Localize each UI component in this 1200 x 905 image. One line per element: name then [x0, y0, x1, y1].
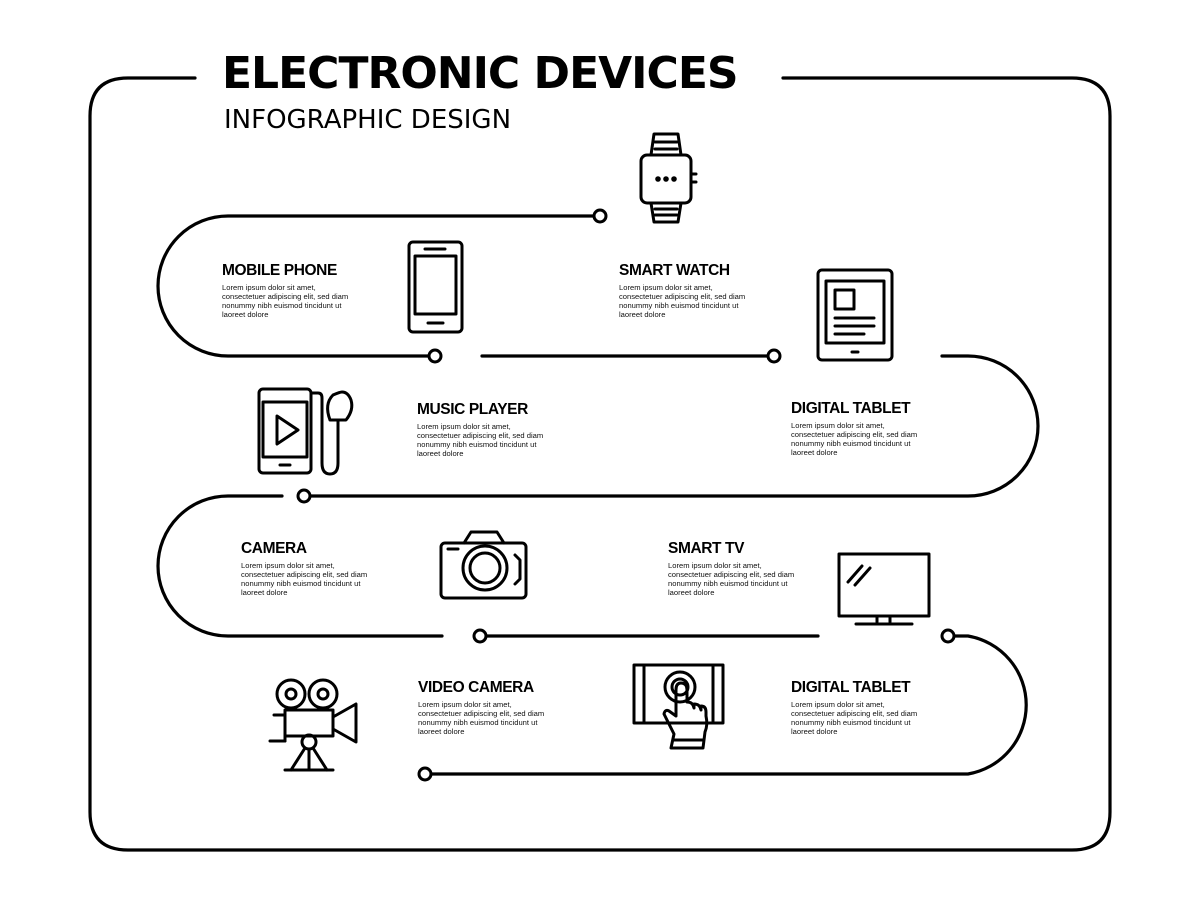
timeline-node — [472, 628, 488, 644]
item-title: MUSIC PLAYER — [417, 401, 528, 418]
item-title: DIGITAL TABLET — [791, 679, 911, 696]
item-description: Lorem ipsum dolor sit amet,consectetuer … — [241, 560, 368, 597]
timeline-path-6 — [430, 634, 1028, 776]
item-title: DIGITAL TABLET — [791, 400, 911, 417]
item-description: Lorem ipsum dolor sit amet,consectetuer … — [619, 282, 746, 319]
smart-watch-icon — [639, 132, 698, 224]
timeline-node — [592, 208, 608, 224]
camera-icon — [439, 530, 528, 600]
music-player-icon — [257, 387, 354, 476]
item-description: Lorem ipsum dolor sit amet,consectetuer … — [222, 282, 349, 319]
item-description: Lorem ipsum dolor sit amet,consectetuer … — [418, 699, 545, 736]
timeline-node — [417, 766, 433, 782]
item-description: Lorem ipsum dolor sit amet,consectetuer … — [791, 420, 918, 457]
item-smart-watch: SMART WATCH Lorem ipsum dolor sit amet,c… — [619, 263, 789, 319]
item-description: Lorem ipsum dolor sit amet,consectetuer … — [791, 699, 918, 736]
item-title: VIDEO CAMERA — [418, 679, 534, 696]
timeline-path-4 — [156, 494, 444, 638]
item-music-player: MUSIC PLAYER Lorem ipsum dolor sit amet,… — [417, 402, 587, 458]
item-title: SMART TV — [668, 540, 745, 557]
item-title: MOBILE PHONE — [222, 262, 337, 279]
item-title: CAMERA — [241, 540, 307, 557]
item-title: SMART WATCH — [619, 262, 730, 279]
item-digital-tablet: DIGITAL TABLET Lorem ipsum dolor sit ame… — [791, 401, 961, 457]
item-smart-tv: SMART TV Lorem ipsum dolor sit amet,cons… — [668, 541, 838, 597]
timeline-node — [940, 628, 956, 644]
item-camera: CAMERA Lorem ipsum dolor sit amet,consec… — [241, 541, 411, 597]
smart-tv-icon — [837, 552, 931, 626]
item-description: Lorem ipsum dolor sit amet,consectetuer … — [417, 421, 544, 458]
item-digital-tablet-touch: DIGITAL TABLET Lorem ipsum dolor sit ame… — [791, 680, 961, 736]
touch-screen-tablet-icon — [632, 663, 725, 750]
item-mobile-phone: MOBILE PHONE Lorem ipsum dolor sit amet,… — [222, 263, 392, 319]
video-camera-icon — [268, 678, 358, 772]
page-title: ELECTRONIC DEVICES — [222, 48, 739, 99]
item-video-camera: VIDEO CAMERA Lorem ipsum dolor sit amet,… — [418, 680, 588, 736]
e-reader-tablet-icon — [816, 268, 894, 362]
timeline-node — [427, 348, 443, 364]
mobile-phone-icon — [407, 240, 464, 334]
timeline-node — [296, 488, 312, 504]
item-description: Lorem ipsum dolor sit amet,consectetuer … — [668, 560, 795, 597]
timeline-node — [766, 348, 782, 364]
timeline-path-3 — [308, 354, 1040, 498]
outer-frame — [88, 76, 1112, 852]
timeline-path — [156, 214, 596, 358]
page-subtitle: INFOGRAPHIC DESIGN — [224, 105, 512, 135]
